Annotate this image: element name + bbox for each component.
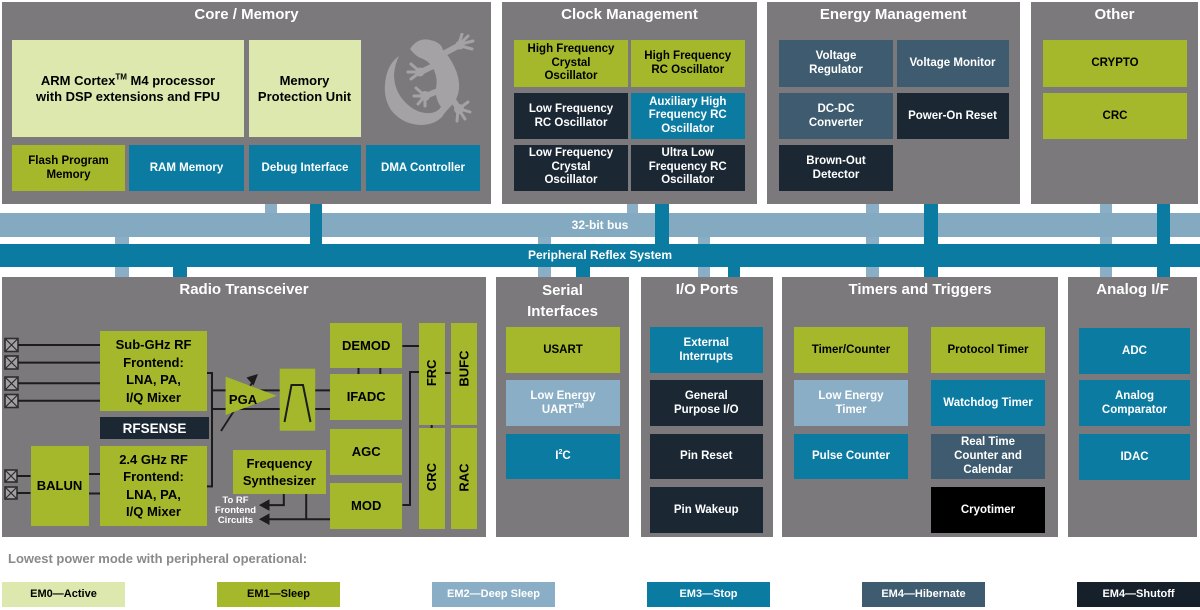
svg-text:PGA: PGA	[229, 392, 258, 407]
